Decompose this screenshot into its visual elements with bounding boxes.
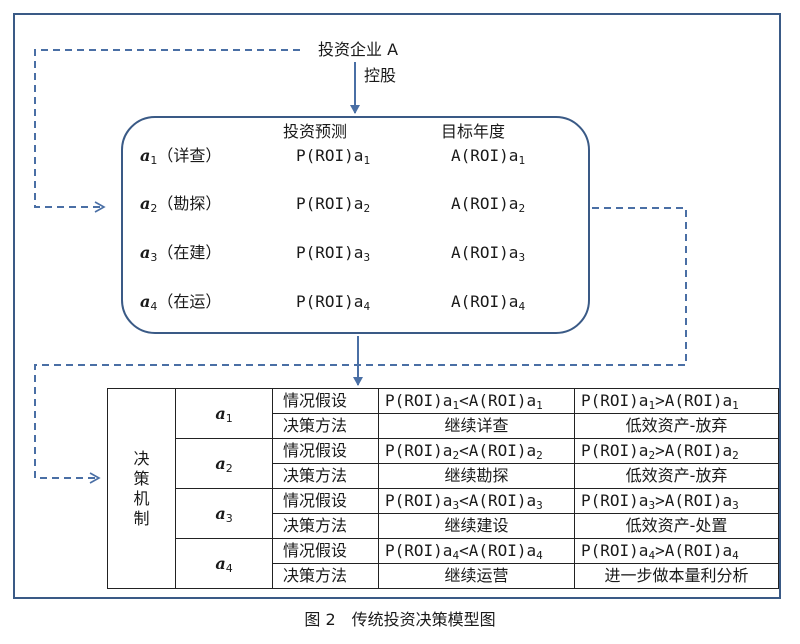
method-lt: 继续详查 [378,413,575,439]
table-row: a4 情况假设 P(ROI)a4<A(ROI)a4 P(ROI)a4>A(ROI… [108,538,779,589]
figure-frame [13,13,781,599]
target-header: 目标年度 [441,122,506,141]
box-row-forecast: P(ROI)a4 [296,292,371,313]
dashed-arrow-company-to-box [34,49,300,213]
dashed-arrow-box-to-table [34,207,687,484]
decision-table: 决策机制 a1 情况假设 P(ROI)a1<A(ROI)a1 P(ROI)a1>… [107,388,779,589]
box-row-alt: a1（详查） [140,146,222,167]
case-lt: P(ROI)a2<A(ROI)a2 [378,438,575,464]
decision-mechanism-label: 决策机制 [107,388,176,589]
method-lt: 继续建设 [378,513,575,539]
box-row-forecast: P(ROI)a3 [296,243,371,264]
method-label: 决策方法 [272,413,379,439]
table-row: 决策机制 a1 情况假设 P(ROI)a1<A(ROI)a1 P(ROI)a1>… [107,388,779,589]
box-row-target: A(ROI)a3 [451,243,526,264]
alt-cell: a4 [175,538,273,589]
method-gt: 低效资产-放弃 [574,413,779,439]
method-label: 决策方法 [272,463,379,489]
forecast-header: 投资预测 [283,122,348,141]
case-gt: P(ROI)a1>A(ROI)a1 [574,388,779,414]
case-gt: P(ROI)a3>A(ROI)a3 [574,488,779,514]
figure-caption: 图 2 传统投资决策模型图 [304,610,496,629]
control-label: 控股 [364,66,397,85]
case-lt: P(ROI)a4<A(ROI)a4 [378,538,575,564]
table-row: 决策方法 继续运营 进一步做本量利分析 [108,563,779,589]
box-row-alt: a2（勘探） [140,194,222,215]
case-label: 情况假设 [272,388,379,414]
method-lt: 继续运营 [378,563,575,589]
box-row-forecast: P(ROI)a2 [296,194,371,215]
method-gt: 低效资产-放弃 [574,463,779,489]
case-gt: P(ROI)a2>A(ROI)a2 [574,438,779,464]
box-row-forecast: P(ROI)a1 [296,146,371,167]
case-label: 情况假设 [272,438,379,464]
method-lt: 继续勘探 [378,463,575,489]
box-row-alt: a3（在建） [140,243,222,264]
alt-cell: a3 [175,488,273,539]
box-row-target: A(ROI)a4 [451,292,526,313]
alt-cell: a2 [175,438,273,489]
table-row: a2 情况假设 P(ROI)a2<A(ROI)a2 P(ROI)a2>A(ROI… [108,438,779,489]
case-gt: P(ROI)a4>A(ROI)a4 [574,538,779,564]
case-lt: P(ROI)a3<A(ROI)a3 [378,488,575,514]
table-row: 决策方法 继续建设 低效资产-处置 [108,513,779,539]
box-row-target: A(ROI)a2 [451,194,526,215]
method-gt: 进一步做本量利分析 [574,563,779,589]
method-label: 决策方法 [272,563,379,589]
table-row: a3 情况假设 P(ROI)a3<A(ROI)a3 P(ROI)a3>A(ROI… [108,488,779,539]
company-label: 投资企业 A [318,40,399,59]
method-gt: 低效资产-处置 [574,513,779,539]
box-row-target: A(ROI)a1 [451,146,526,167]
table-row: 决策方法 继续勘探 低效资产-放弃 [108,463,779,489]
case-label: 情况假设 [272,538,379,564]
box-row-alt: a4（在运） [140,292,222,313]
case-label: 情况假设 [272,488,379,514]
table-row: 决策方法 继续详查 低效资产-放弃 [108,413,779,439]
investment-box [121,116,590,334]
method-label: 决策方法 [272,513,379,539]
case-lt: P(ROI)a1<A(ROI)a1 [378,388,575,414]
alt-cell: a1 [175,388,273,439]
